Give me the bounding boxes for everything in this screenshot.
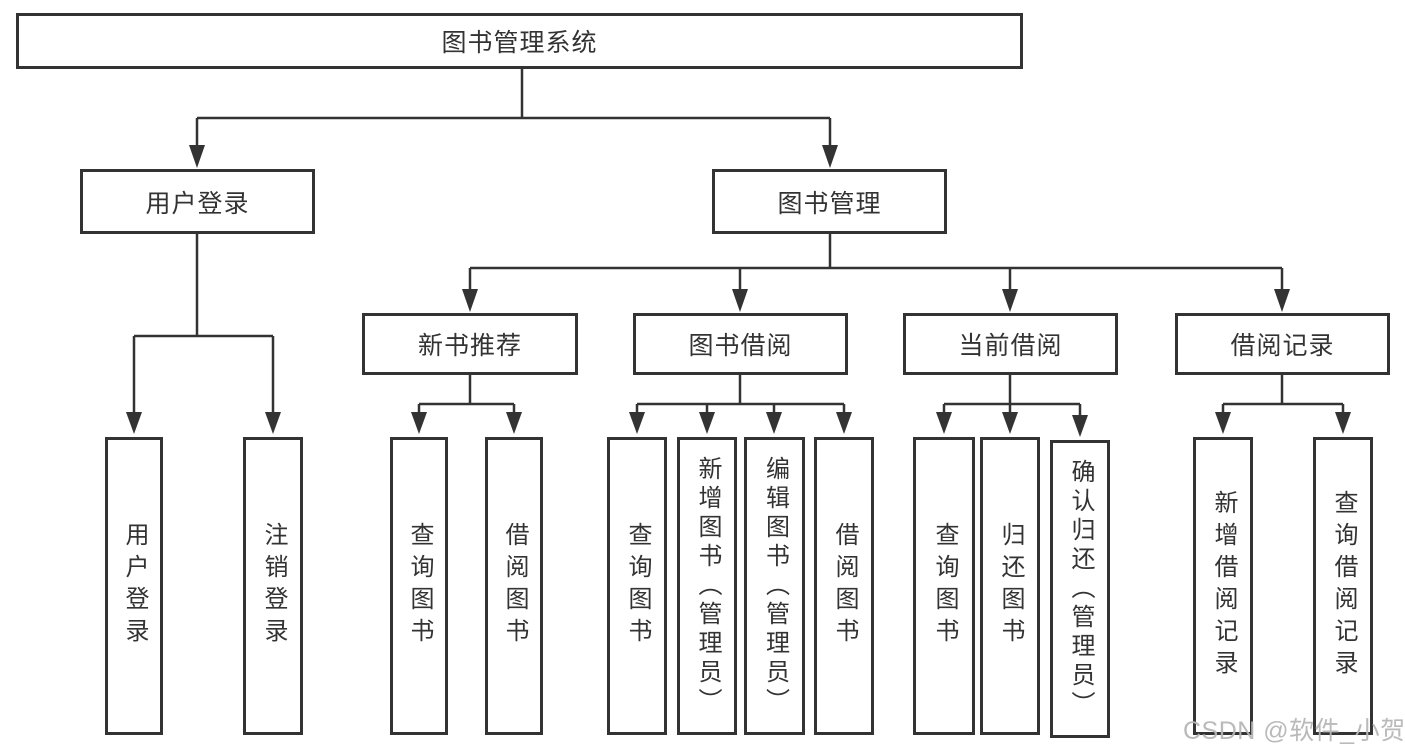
arrowhead: [506, 412, 522, 434]
arrowhead: [1002, 412, 1018, 434]
arrowhead: [766, 412, 782, 434]
arrowhead: [1072, 415, 1088, 437]
node-label: 新书推荐: [417, 332, 522, 360]
arrowhead: [836, 412, 852, 434]
node-current-borrowing: 当前借阅: [903, 313, 1118, 375]
arrowhead: [699, 412, 715, 434]
node-label: 注销登录: [260, 522, 287, 650]
arrowhead: [1215, 412, 1231, 434]
node-label: 借阅记录: [1230, 332, 1335, 360]
arrowhead: [1002, 289, 1018, 312]
arrowhead: [1274, 289, 1290, 312]
leaf-query-books-recommend: 查询图书: [390, 437, 448, 735]
arrowhead: [629, 412, 645, 434]
node-user-login: 用户登录: [80, 169, 315, 234]
node-label: 查询图书: [406, 522, 433, 650]
node-label: 图书管理: [777, 189, 882, 218]
connector-root: [195, 69, 832, 147]
node-label: 新增图书（管理员）: [694, 455, 721, 717]
node-new-book-recommendation: 新书推荐: [362, 313, 578, 375]
leaf-query-books-borrowing: 查询图书: [607, 437, 667, 735]
leaf-query-borrow-record: 查询借阅记录: [1313, 437, 1373, 735]
node-label: 图书管理系统: [441, 29, 598, 57]
node-borrowing-records: 借阅记录: [1175, 313, 1390, 375]
connector-book-borrowing: [635, 375, 846, 413]
csdn-watermark: CSDN @软件_小贺同学: [1183, 717, 1405, 745]
leaf-confirm-return-admin: 确认归还（管理员）: [1050, 440, 1110, 738]
node-book-management: 图书管理: [712, 169, 947, 234]
leaf-edit-book-admin: 编辑图书（管理员）: [744, 437, 805, 735]
node-label: 归还图书: [997, 522, 1024, 650]
node-label: 新增借阅记录: [1210, 490, 1237, 682]
node-label: 确认归还（管理员）: [1067, 458, 1094, 720]
node-label: 查询图书: [624, 522, 651, 650]
connector-book-management: [468, 234, 1284, 291]
node-label: 借阅图书: [501, 522, 528, 650]
node-book-borrowing: 图书借阅: [633, 313, 848, 375]
node-label: 查询借阅记录: [1330, 490, 1357, 682]
connector-borrow-records: [1221, 375, 1345, 413]
node-label: 用户登录: [145, 189, 250, 218]
arrowhead: [822, 145, 838, 168]
node-label: 查询图书: [931, 522, 958, 650]
leaf-add-borrow-record: 新增借阅记录: [1193, 437, 1253, 735]
leaf-query-books-current: 查询图书: [913, 437, 975, 735]
arrowhead: [732, 289, 748, 312]
arrowhead: [265, 412, 281, 434]
node-label: 借阅图书: [831, 522, 858, 650]
leaf-borrow-books-recommend: 借阅图书: [485, 437, 543, 735]
leaf-return-books: 归还图书: [980, 437, 1040, 735]
leaf-borrow-books-borrowing: 借阅图书: [814, 437, 874, 735]
node-label: 用户登录: [121, 522, 148, 650]
arrowhead: [936, 412, 952, 434]
node-label: 图书借阅: [688, 332, 793, 360]
arrowhead: [126, 412, 142, 434]
arrowhead: [411, 412, 427, 434]
leaf-add-book-admin: 新增图书（管理员）: [677, 437, 737, 735]
connector-user-login: [132, 234, 275, 413]
node-label: 编辑图书（管理员）: [761, 455, 789, 717]
node-library-management-system: 图书管理系统: [16, 13, 1023, 69]
arrowhead: [1335, 412, 1351, 434]
connector-current-borrowing: [942, 375, 1082, 416]
arrowhead: [462, 289, 478, 312]
node-label: 当前借阅: [958, 332, 1063, 360]
leaf-logout: 注销登录: [243, 437, 303, 735]
arrowhead: [189, 145, 205, 168]
connector-new-book: [417, 375, 516, 413]
leaf-user-login: 用户登录: [105, 437, 163, 735]
